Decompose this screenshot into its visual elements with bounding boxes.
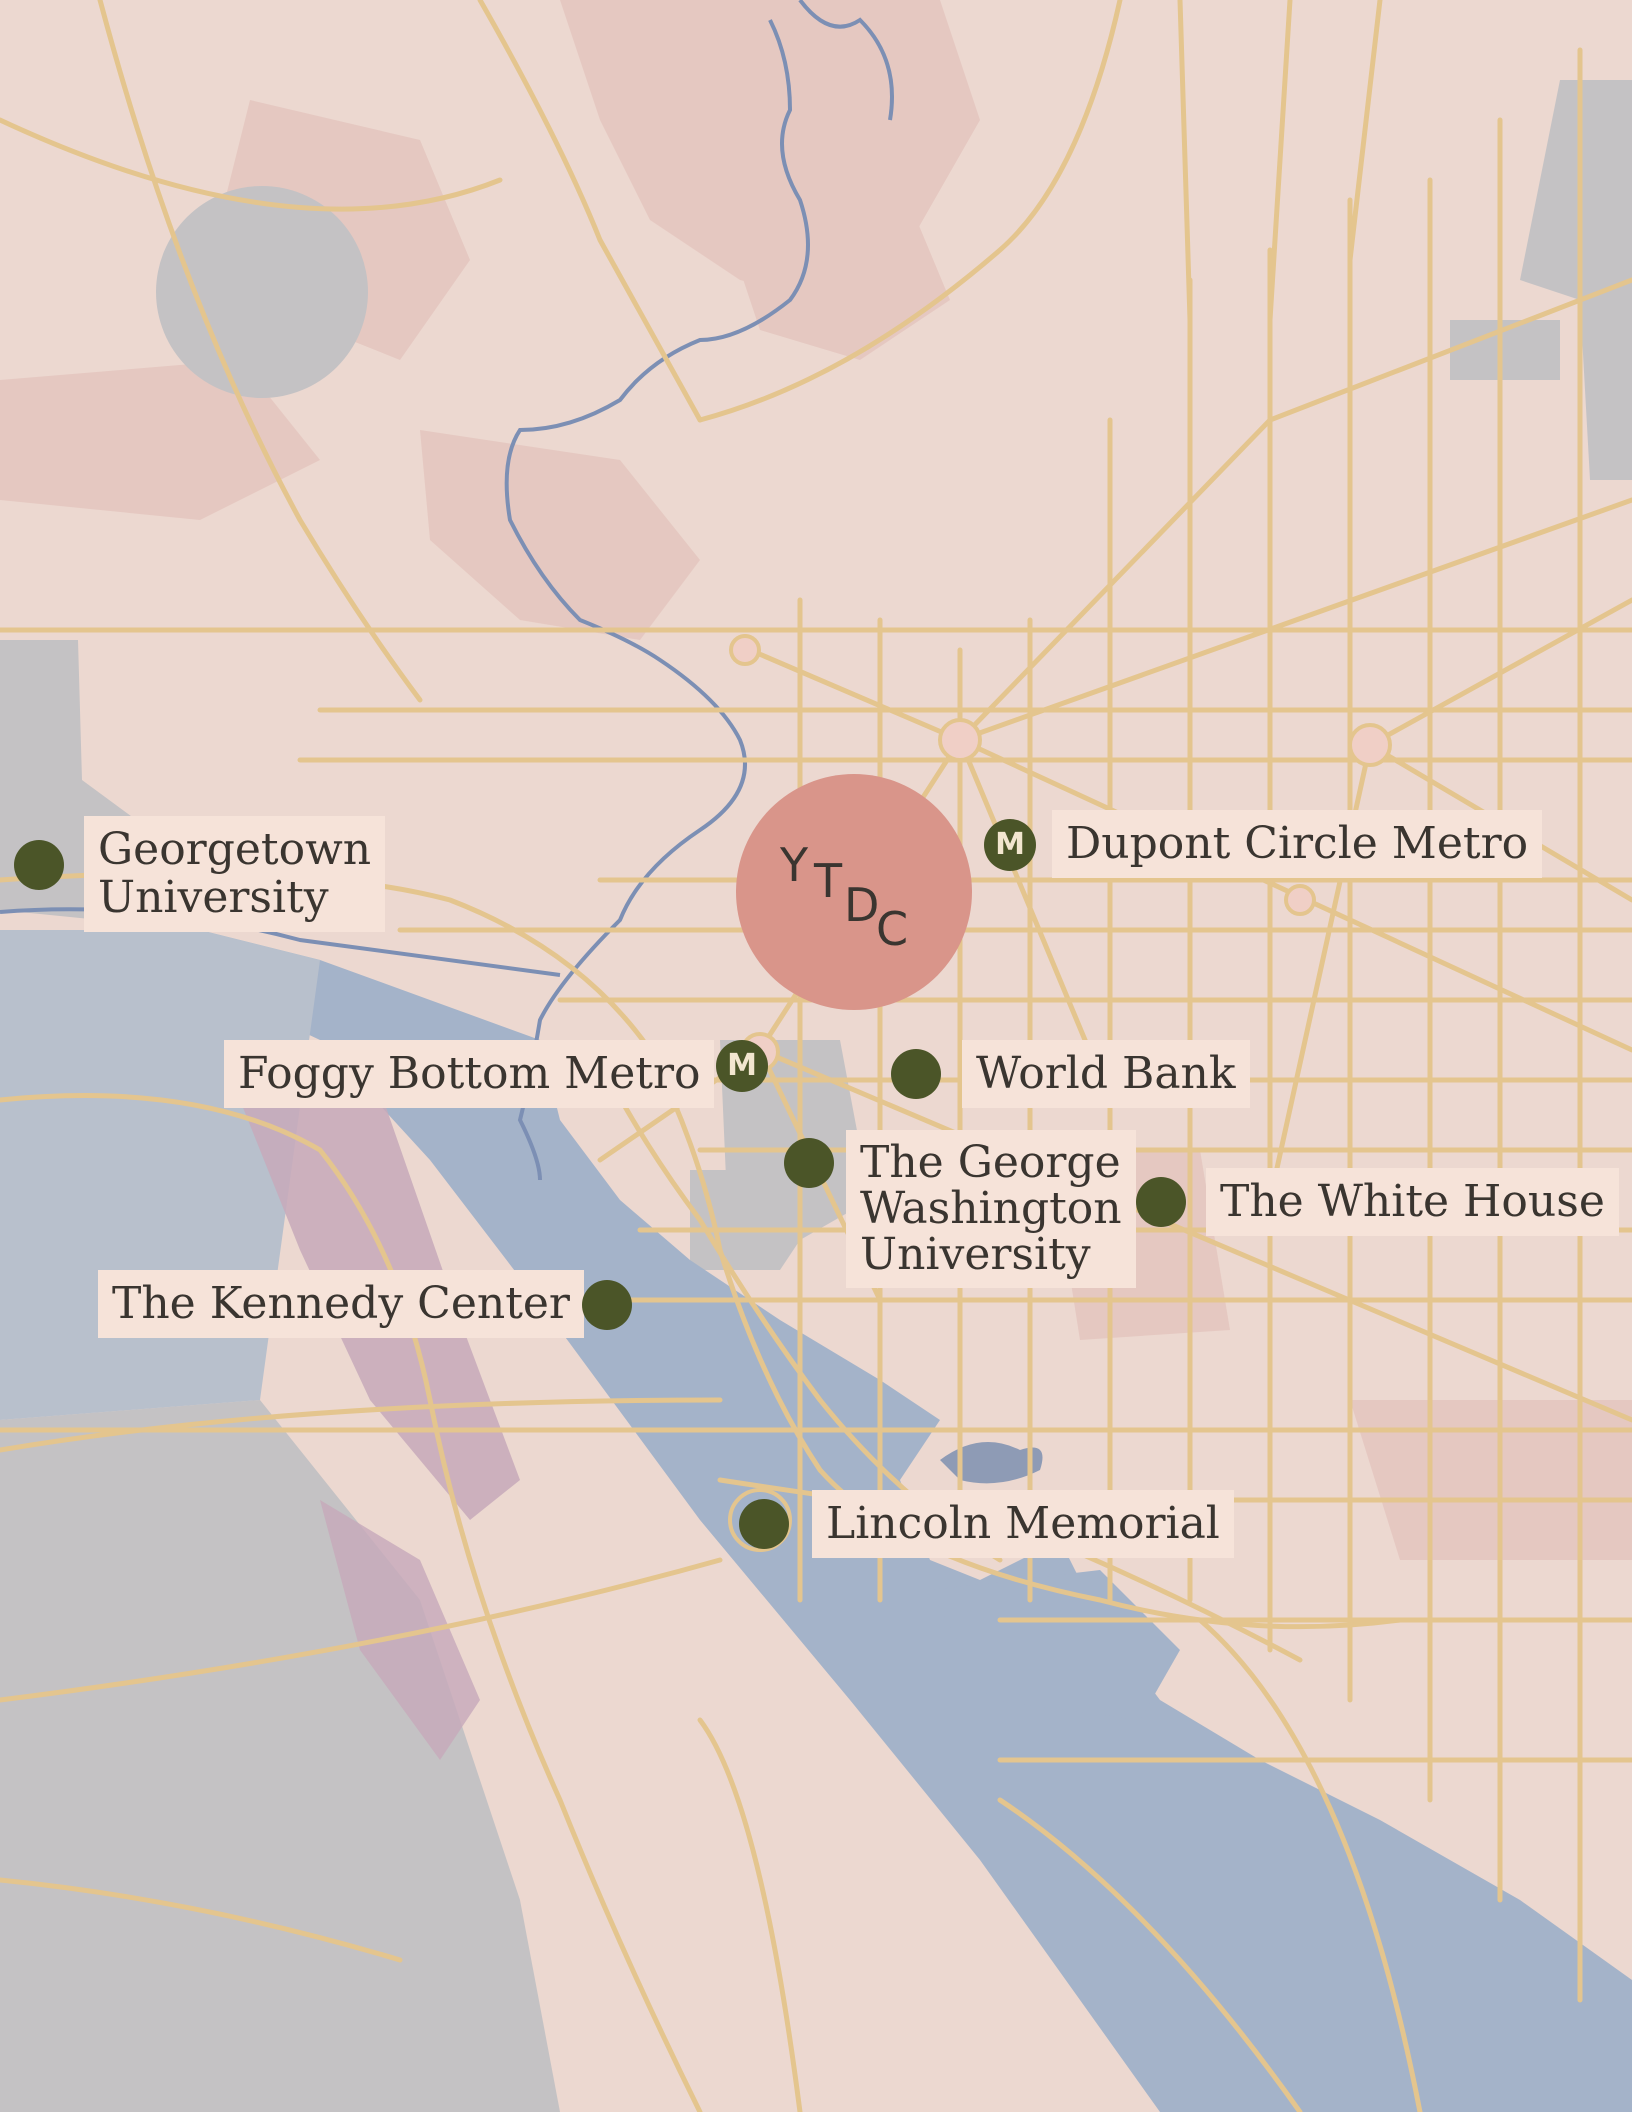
georgetown-label: Georgetown University bbox=[84, 816, 386, 932]
world-bank-marker[interactable] bbox=[891, 1049, 941, 1099]
kennedy-marker[interactable] bbox=[582, 1280, 632, 1330]
gwu-label-line: Washington bbox=[860, 1183, 1122, 1234]
dupont-label: Dupont Circle Metro bbox=[1052, 810, 1543, 878]
world-bank-label-line: World Bank bbox=[976, 1048, 1236, 1099]
world-bank-label: World Bank bbox=[962, 1040, 1250, 1108]
gwu-label-line: University bbox=[860, 1229, 1091, 1280]
dupont-label-line: Dupont Circle Metro bbox=[1066, 818, 1529, 869]
lincoln-label: Lincoln Memorial bbox=[812, 1490, 1234, 1558]
white-house-marker[interactable] bbox=[1136, 1177, 1186, 1227]
kennedy-label: The Kennedy Center bbox=[98, 1270, 584, 1338]
white-house-label-line: The White House bbox=[1220, 1176, 1605, 1227]
foggy-bottom-metro-icon[interactable]: M bbox=[716, 1040, 768, 1092]
georgetown-label-line: University bbox=[98, 872, 329, 923]
dupont-metro-icon[interactable]: M bbox=[984, 819, 1036, 871]
georgetown-label-line: Georgetown bbox=[98, 824, 372, 875]
georgetown-marker[interactable] bbox=[14, 840, 64, 890]
kennedy-label-line: The Kennedy Center bbox=[112, 1278, 570, 1329]
ytdc-letter-y: Y bbox=[780, 838, 809, 892]
gwu-label: The George Washington University bbox=[846, 1130, 1136, 1288]
gwu-label-line: The George bbox=[860, 1137, 1121, 1188]
foggy-bottom-label: Foggy Bottom Metro bbox=[224, 1040, 715, 1108]
foggy-bottom-label-line: Foggy Bottom Metro bbox=[238, 1048, 701, 1099]
ytdc-marker[interactable]: Y T D C bbox=[736, 774, 972, 1010]
lincoln-label-line: Lincoln Memorial bbox=[826, 1498, 1220, 1549]
white-house-label: The White House bbox=[1206, 1168, 1619, 1236]
gwu-marker[interactable] bbox=[784, 1138, 834, 1188]
ytdc-letter-t: T bbox=[814, 854, 843, 908]
lincoln-marker[interactable] bbox=[739, 1499, 789, 1549]
ytdc-letter-c: C bbox=[876, 902, 909, 956]
ytdc-letter-d: D bbox=[844, 878, 880, 932]
